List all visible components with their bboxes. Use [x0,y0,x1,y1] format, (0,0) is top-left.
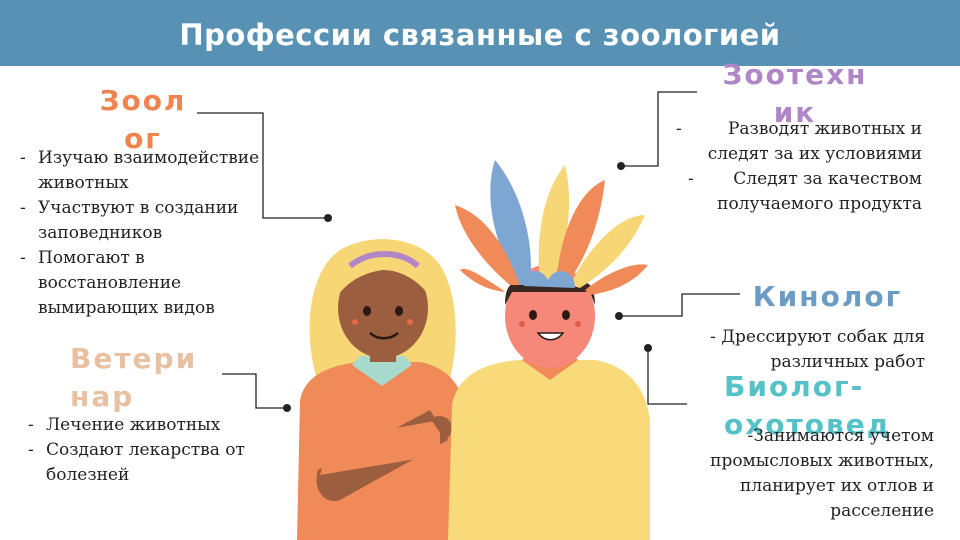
veterinar-connector [222,373,287,409]
kinolog-title: Кинолог [752,280,903,313]
zootechnik-title: Зоотехн ик [700,56,890,132]
biolog-description: -Занимаются учетом промысловых животных,… [710,426,934,521]
biolog-title-line2: охотовед [724,408,892,441]
zootechnik-connector [621,91,697,167]
zoolog-item: Помогают в восстановление вымирающих вид… [18,246,278,321]
zoolog-title-line1: Зоол [99,84,187,117]
biolog-connector-dot [644,344,652,352]
zoolog-connector-dot [324,214,332,222]
zootechnik-item: - Следят за качеством получаемого продук… [688,169,922,214]
veterinar-title: Ветери нар [70,340,210,416]
zoolog-description: Изучаю взаимодействие животных Участвуют… [18,146,278,321]
veterinar-item: Создают лекарства от болезней [26,438,276,488]
girl-illustration-icon [297,239,466,540]
page-title: Профессии связанные с зоологией [179,18,781,52]
veterinar-item: Лечение животных [26,413,276,438]
zootechnik-title-line1: Зоотехн [722,58,868,91]
kinolog-connector-dot [615,312,623,320]
zootechnik-title-line2: ик [773,96,817,129]
biolog-title-line1: Биолог- [724,370,865,403]
zoolog-item: Изучаю взаимодействие животных [18,146,278,196]
veterinar-title-line1: Ветери [70,342,198,375]
boy-with-feathers-illustration-icon [448,160,650,540]
veterinar-connector-dot [283,404,291,412]
veterinar-title-line2: нар [70,380,135,413]
zoolog-item: Участвуют в создании заповедников [18,196,278,246]
bullet-dash: - [688,169,694,189]
kinolog-description: - Дрессируют собак для различных работ [710,327,925,372]
bullet-dash: - [676,119,682,139]
biolog-title: Биолог- охотовед [724,368,914,444]
title-bar [0,0,960,66]
biolog-connector [647,348,687,405]
zootechnik-description: - Разводят животных и следят за их услов… [672,117,922,217]
zootechnik-item: - Разводят животных и следят за их услов… [676,119,922,164]
veterinar-description: Лечение животных Создают лекарства от бо… [26,413,276,488]
zootechnik-connector-dot [617,162,625,170]
kinolog-connector [619,293,740,317]
